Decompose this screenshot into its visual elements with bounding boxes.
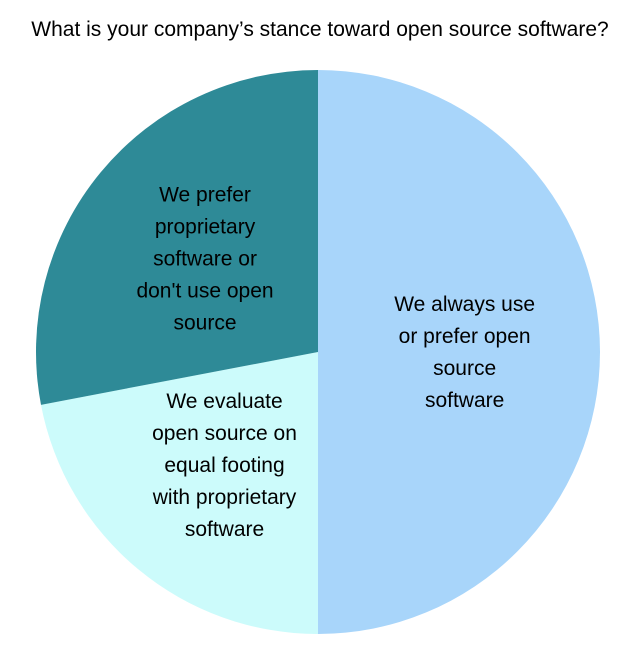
slice-label-0: We always use or prefer open source softwar… <box>394 293 535 412</box>
slice-label-line: software or <box>153 248 257 271</box>
slice-label-line: We evaluate <box>166 390 282 413</box>
slice-label-line: source <box>173 312 236 335</box>
slice-label-line: software <box>425 389 504 412</box>
slice-label-line: open source on <box>152 422 297 445</box>
slice-label-1: We evaluate open source on equal footing wi… <box>152 390 297 541</box>
slice-label-line: We prefer <box>159 184 251 207</box>
slice-label-line: software <box>185 518 264 541</box>
slice-label-line: We always use <box>394 293 535 316</box>
slice-label-line: source <box>433 357 496 380</box>
slice-label-line: with proprietary <box>152 486 297 509</box>
pie-labels: We always use or prefer open source softwar… <box>136 184 535 541</box>
pie-slice-0 <box>318 70 600 634</box>
slice-label-2: We prefer proprietary software or don't use… <box>136 184 273 335</box>
slice-label-line: don't use open <box>136 280 273 303</box>
chart-title: What is your company’s stance toward ope… <box>31 18 609 41</box>
pie-slice-1 <box>40 352 318 634</box>
slice-label-line: proprietary <box>155 216 256 239</box>
slice-label-line: equal footing <box>164 454 284 477</box>
pie-slices <box>35 70 600 634</box>
pie-slice-2 <box>35 70 318 405</box>
slice-label-line: or prefer open <box>399 325 531 348</box>
